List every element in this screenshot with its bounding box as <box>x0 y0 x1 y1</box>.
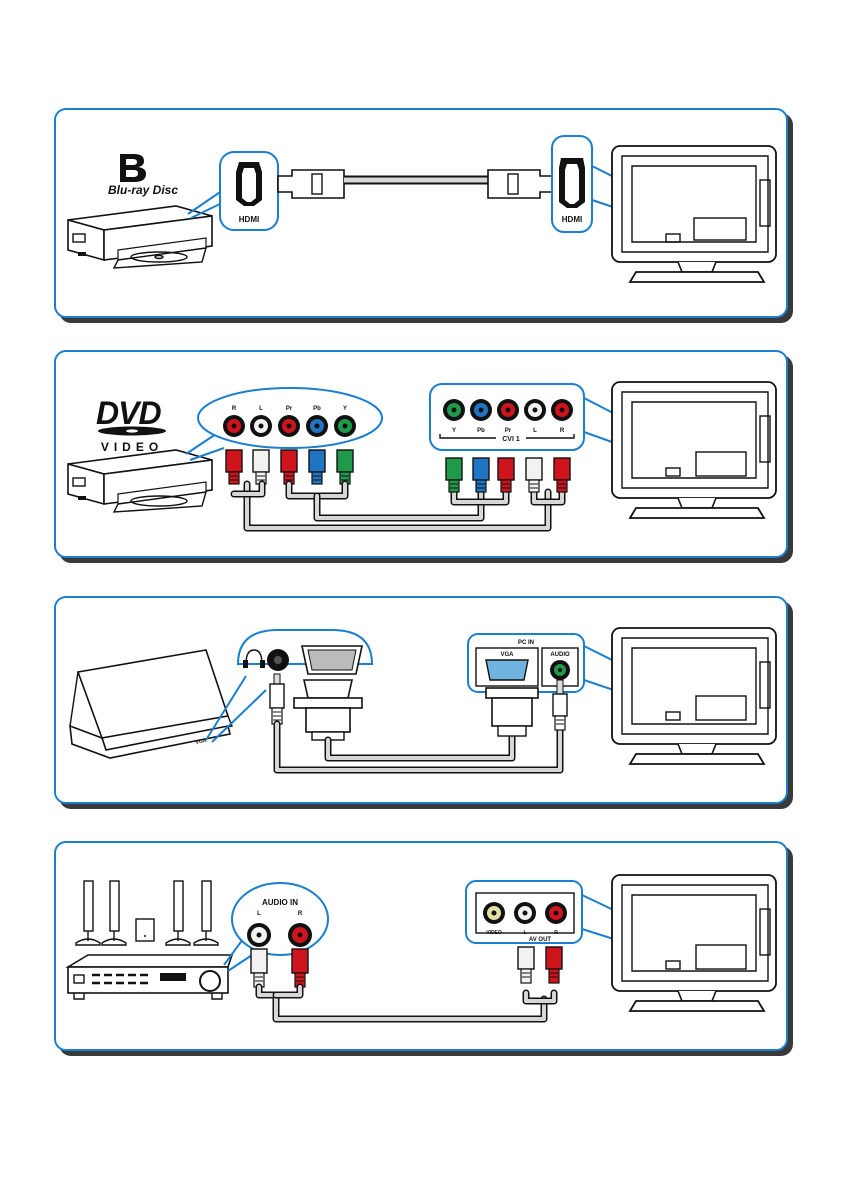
dvd-logo-icon: DVD VIDEO <box>96 395 166 454</box>
laptop-icon: VGA <box>70 650 232 758</box>
av-out-label: AV OUT <box>529 937 552 943</box>
src-jack-label-3: Pr <box>286 406 293 412</box>
source-rca-plugs <box>226 450 353 484</box>
panel-pc-vga: VGA PC IN VGA AUDIO <box>54 596 788 804</box>
tv-back-icon <box>612 875 776 1011</box>
src-jack-label-4: Pb <box>313 406 321 412</box>
vga-port-icon <box>302 646 362 674</box>
tv-jack-label-4: L <box>533 428 537 434</box>
pc-in-label: PC IN <box>518 640 534 646</box>
panel-home-theater: AUDIO IN L R VIDEO L R AV OUT <box>54 841 788 1051</box>
audio-in-jack-r-label: R <box>298 911 303 917</box>
dvd-logo-text: DVD <box>96 395 161 431</box>
src-jack-label-2: L <box>259 406 263 412</box>
audio-in-label: AUDIO IN <box>262 898 298 907</box>
tv-back-icon <box>612 628 776 764</box>
home-theater-icon <box>68 881 232 999</box>
vga-plug-right <box>486 688 538 736</box>
hdmi-label-left: HDMI <box>239 215 259 224</box>
tv-jack-label-1: Y <box>452 428 456 434</box>
panel-dvd-component: DVD VIDEO R L Pr Pb Y <box>54 350 788 558</box>
bluray-player-icon <box>68 206 212 268</box>
src-jack-label-1: R <box>232 406 237 412</box>
vga-plug-left <box>294 680 362 740</box>
av-out-r-label: R <box>554 930 558 936</box>
bluray-logo-icon: Blu-ray Disc <box>108 154 178 197</box>
src-jack-label-5: Y <box>343 406 347 412</box>
tv-audio-plugs <box>518 947 562 983</box>
audio-in-jack-l-label: L <box>257 911 261 917</box>
vga-label: VGA <box>500 652 514 658</box>
tv-back-icon <box>612 382 776 518</box>
tv-back-icon <box>612 146 776 282</box>
tv-jack-label-5: R <box>560 428 565 434</box>
hdmi-label-right: HDMI <box>562 215 582 224</box>
bluray-logo-text: Blu-ray Disc <box>108 183 178 197</box>
av-out-video-label: VIDEO <box>486 930 502 936</box>
audio-label: AUDIO <box>550 652 570 658</box>
hdmi-port-icon <box>236 162 262 206</box>
tv-jack-label-2: Pb <box>477 428 485 434</box>
tv-jack-label-3: Pr <box>505 428 512 434</box>
tv-rca-plugs <box>446 458 570 492</box>
hdmi-cable <box>278 170 554 198</box>
audio-plug-left <box>270 674 284 724</box>
cvi-label: CVI 1 <box>502 436 520 443</box>
panel-bluray-hdmi: Blu-ray Disc HDMI HDMI <box>54 108 788 318</box>
dvd-logo-sub: VIDEO <box>101 440 163 454</box>
av-out-l-label: L <box>523 930 526 936</box>
hdmi-port-icon-tv <box>559 158 585 208</box>
